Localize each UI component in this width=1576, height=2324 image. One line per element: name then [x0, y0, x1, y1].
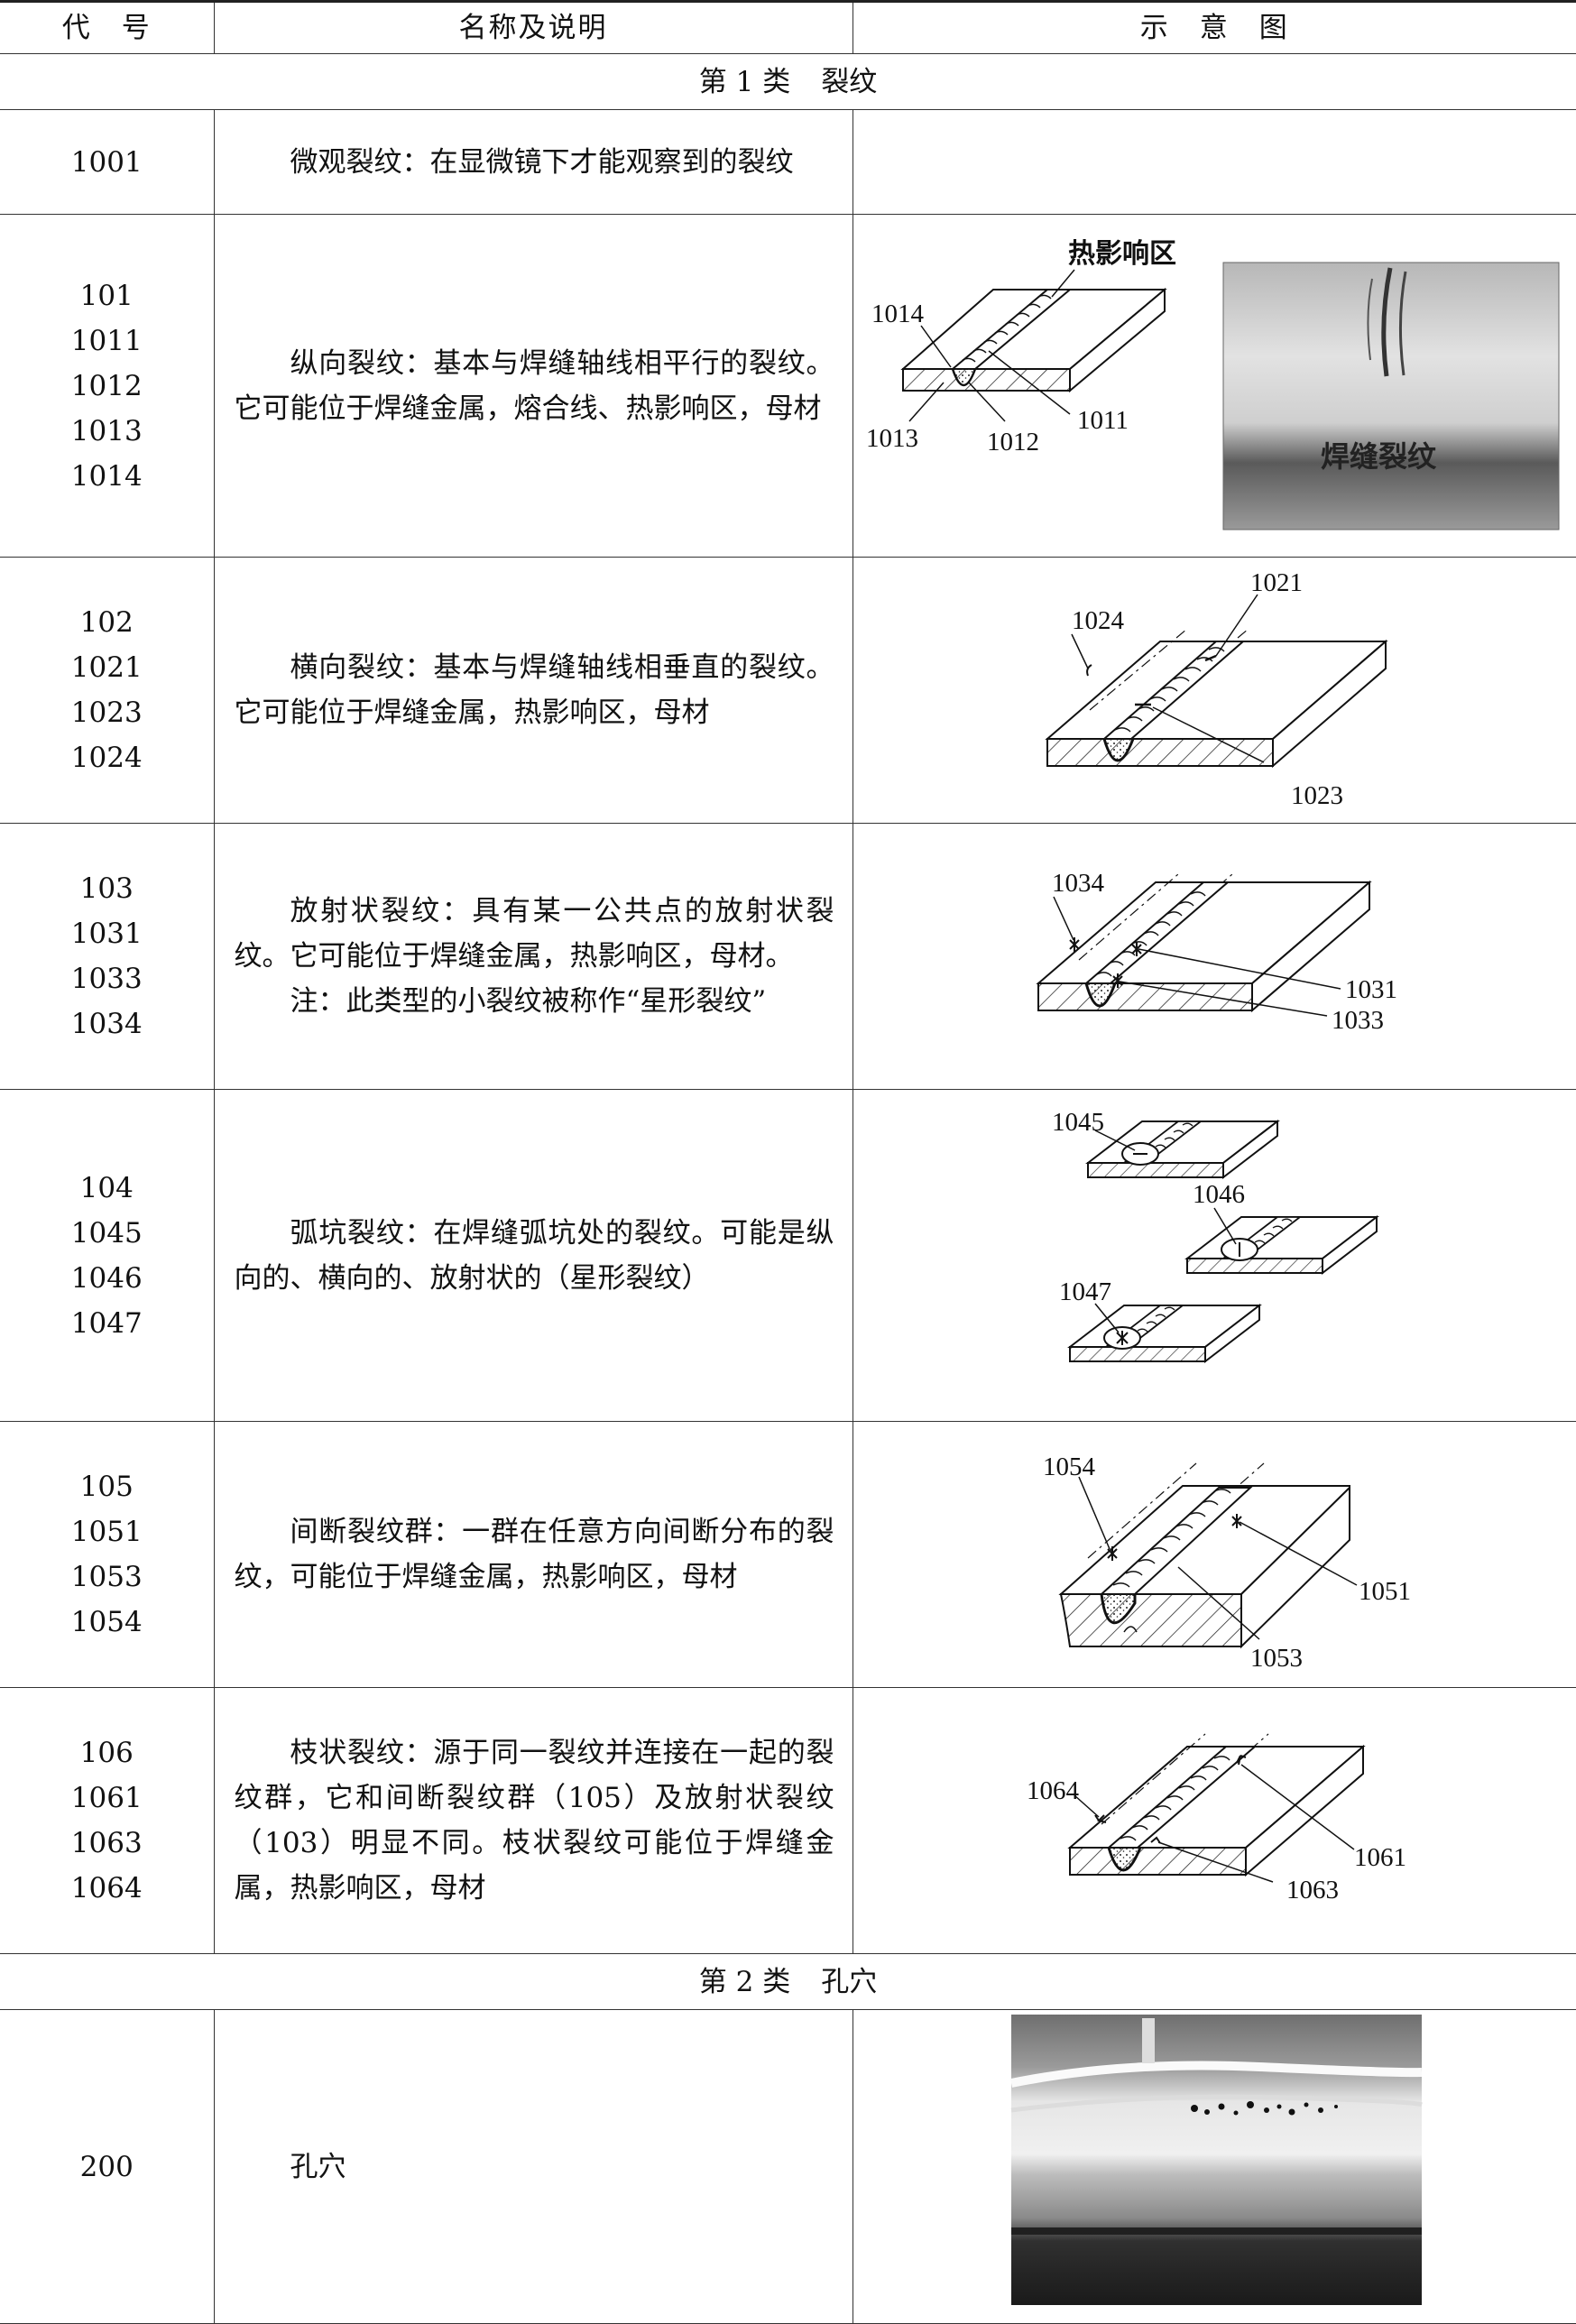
- desc-cell: 枝状裂纹：源于同一裂纹并连接在一起的裂纹群，它和间断裂纹群（105）及放射状裂纹…: [213, 1687, 853, 1954]
- category-title: 第 1 类裂纹: [0, 53, 1576, 110]
- branching-crack-diagram: 1064 1061 1063: [1027, 1733, 1406, 1904]
- fig-cell: 1021 1024 1023: [852, 557, 1576, 824]
- note-text: 注：此类型的小裂纹被称作“星形裂纹”: [290, 985, 767, 1018]
- label-1045: 1045: [1052, 1108, 1104, 1137]
- desc-cell: 横向裂纹：基本与焊缝轴线相垂直的裂纹。它可能位于焊缝金属，热影响区，母材: [213, 557, 853, 824]
- label-haz: 热影响区: [1068, 238, 1176, 270]
- desc-cell: 纵向裂纹：基本与焊缝轴线相平行的裂纹。它可能位于焊缝金属，熔合线、热影响区，母材: [213, 214, 853, 558]
- label-1063: 1063: [1286, 1876, 1339, 1904]
- label-1021: 1021: [1250, 568, 1303, 597]
- table-row: 104 1045 1046 1047 弧坑裂纹：在焊缝弧坑处的裂纹。可能是纵向的…: [0, 1089, 1576, 1422]
- code-cell: 102 1021 1023 1024: [0, 557, 215, 824]
- label-1012: 1012: [987, 428, 1039, 456]
- table-header-row: 代 号 名称及说明 示 意 图: [0, 1, 1576, 54]
- crater-block-1046: 1046: [1184, 1180, 1379, 1275]
- fig-cell: 1064 1061 1063: [852, 1687, 1576, 1954]
- table-row: 106 1061 1063 1064 枝状裂纹：源于同一裂纹并连接在一起的裂纹群…: [0, 1687, 1576, 1954]
- category-row-1: 第 1 类裂纹: [0, 53, 1576, 110]
- label-1034: 1034: [1052, 869, 1105, 898]
- radiating-crack-diagram: 1034 1031 1033: [1035, 869, 1397, 1035]
- code-cell: 105 1051 1053 1054: [0, 1421, 215, 1688]
- fig-cell: 热影响区 1014 1013 1012 1011 焊缝裂纹: [852, 214, 1576, 558]
- label-1051: 1051: [1359, 1577, 1411, 1606]
- code-cell: 103 1031 1033 1034: [0, 823, 215, 1090]
- header-desc: 名称及说明: [213, 1, 853, 54]
- label-1047: 1047: [1059, 1277, 1111, 1306]
- label-1014: 1014: [871, 300, 925, 328]
- label-1033: 1033: [1332, 1006, 1384, 1035]
- desc-cell: 微观裂纹：在显微镜下才能观察到的裂纹: [213, 109, 853, 215]
- code-cell: 104 1045 1046 1047: [0, 1089, 215, 1422]
- porosity-photo: [1009, 2014, 1423, 2305]
- header-fig: 示 意 图: [852, 1, 1576, 54]
- table-row: 200 孔穴: [0, 2009, 1576, 2324]
- longitudinal-crack-diagram: 热影响区 1014 1013 1012 1011 焊缝裂纹: [866, 238, 1559, 530]
- fig-cell: 1034 1031 1033: [852, 823, 1576, 1090]
- label-1013: 1013: [866, 424, 918, 453]
- label-1024: 1024: [1072, 606, 1125, 635]
- header-code: 代 号: [0, 1, 215, 54]
- crater-crack-diagram: 1045 1046: [1052, 1108, 1379, 1363]
- label-1023: 1023: [1291, 781, 1343, 810]
- table-row: 1001 微观裂纹：在显微镜下才能观察到的裂纹: [0, 109, 1576, 215]
- fig-cell: 1054 1051 1053: [852, 1421, 1576, 1688]
- crater-block-1047: 1047: [1059, 1277, 1262, 1363]
- desc-cell: 孔穴: [213, 2009, 853, 2324]
- crack-cluster-diagram: 1054 1051 1053: [1043, 1452, 1411, 1673]
- label-1061: 1061: [1354, 1843, 1406, 1872]
- label-1031: 1031: [1345, 975, 1397, 1004]
- code-cell: 101 1011 1012 1013 1014: [0, 214, 215, 558]
- label-1046: 1046: [1193, 1180, 1245, 1209]
- desc-cell: 弧坑裂纹：在焊缝弧坑处的裂纹。可能是纵向的、横向的、放射状的（星形裂纹）: [213, 1089, 853, 1422]
- label-1064: 1064: [1027, 1776, 1080, 1805]
- desc-cell: 间断裂纹群：一群在任意方向间断分布的裂纹，可能位于焊缝金属，热影响区，母材: [213, 1421, 853, 1688]
- fig-cell-empty: [852, 109, 1576, 215]
- fig-cell: [852, 2009, 1576, 2324]
- category-row-2: 第 2 类孔穴: [0, 1953, 1576, 2010]
- table-row: 105 1051 1053 1054 间断裂纹群：一群在任意方向间断分布的裂纹，…: [0, 1421, 1576, 1688]
- label-1054: 1054: [1043, 1452, 1096, 1481]
- code-cell: 200: [0, 2009, 215, 2324]
- table-row: 103 1031 1033 1034 放射状裂纹：具有某一公共点的放射状裂纹。它…: [0, 823, 1576, 1090]
- label-1011: 1011: [1077, 406, 1129, 435]
- category-title: 第 2 类孔穴: [0, 1953, 1576, 2010]
- desc-cell: 放射状裂纹：具有某一公共点的放射状裂纹。它可能位于焊缝金属，热影响区，母材。 注…: [213, 823, 853, 1090]
- table-row: 101 1011 1012 1013 1014 纵向裂纹：基本与焊缝轴线相平行的…: [0, 214, 1576, 558]
- photo-caption: 焊缝裂纹: [1321, 439, 1437, 474]
- fig-cell: 1045 1046: [852, 1089, 1576, 1422]
- label-1053: 1053: [1250, 1644, 1303, 1673]
- code-cell: 1001: [0, 109, 215, 215]
- transverse-crack-diagram: 1021 1024 1023: [1044, 568, 1388, 810]
- code-cell: 106 1061 1063 1064: [0, 1687, 215, 1954]
- crater-block-1045: 1045: [1052, 1108, 1280, 1179]
- table-row: 102 1021 1023 1024 横向裂纹：基本与焊缝轴线相垂直的裂纹。它可…: [0, 557, 1576, 824]
- weld-crack-photo: 焊缝裂纹: [1222, 262, 1559, 530]
